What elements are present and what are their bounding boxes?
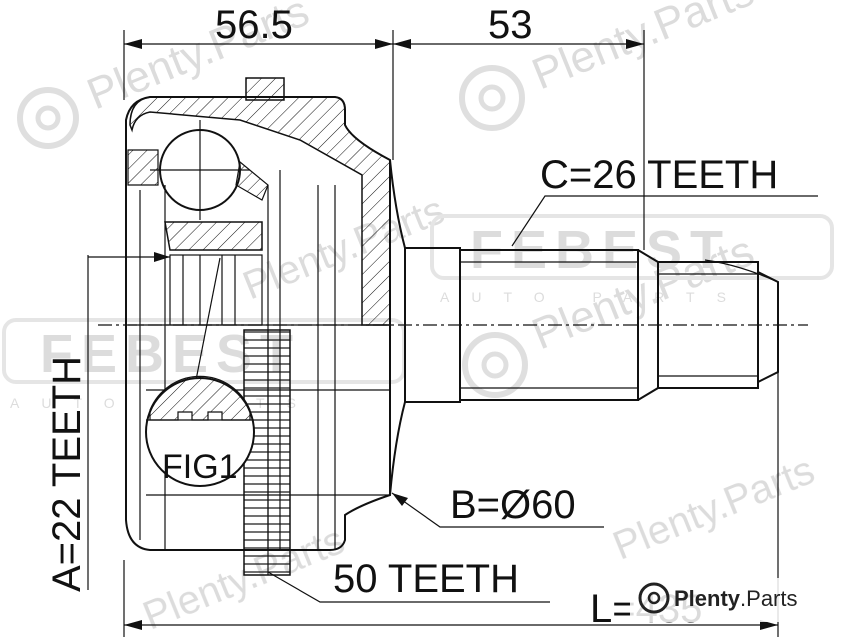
leader-outer-spline (511, 195, 818, 247)
brake-disc-watermark-icon (462, 332, 528, 398)
label-inner-spline-teeth: A=22 TEETH (45, 356, 89, 592)
watermark-site-text: Plenty.Parts (525, 0, 760, 99)
dimension-right-length: 53 (488, 3, 533, 47)
brand-suffix: .Parts (740, 586, 797, 611)
watermark-brand-tagline: AUTO PARTS (440, 289, 748, 305)
top-dimensions: 56.5 53 (123, 3, 645, 250)
detail-bubble: FIG1 (145, 375, 255, 487)
label-abs-ring-teeth: 50 TEETH (333, 557, 519, 601)
annotations: C=26 TEETH B=Ø60 50 TEETH A=22 TEETH FIG… (45, 153, 818, 637)
threaded-end (657, 261, 759, 389)
leader-diameter (391, 492, 604, 528)
cv-joint-body (98, 77, 808, 576)
plenty-parts-brand: Plenty.Parts (630, 578, 850, 622)
dimension-left-length: 56.5 (215, 3, 293, 47)
leader-abs-ring (267, 571, 550, 603)
brand-name: Plenty (674, 586, 741, 611)
watermark-site-text: Plenty.Parts (607, 448, 821, 568)
label-detail-figure: FIG1 (162, 448, 238, 486)
leader-detail (195, 257, 221, 381)
brake-disc-logo-icon (638, 582, 670, 614)
ring-tab (245, 77, 285, 101)
brake-disc-watermark-icon (17, 87, 79, 149)
svg-text:Plenty.Parts: Plenty.Parts (674, 586, 798, 611)
stub-shaft (389, 159, 779, 496)
outer-spline-shaft (459, 249, 639, 401)
abs-tone-ring (243, 329, 291, 576)
inner-race-section (164, 221, 263, 251)
label-diameter: B=Ø60 (450, 483, 576, 527)
brake-disc-watermark-icon (459, 65, 525, 131)
label-outer-spline-teeth: C=26 TEETH (540, 153, 778, 197)
watermark-layer: Plenty.Parts Plenty.Parts Plenty.Parts P… (2, 0, 834, 638)
housing-wall-section (129, 96, 391, 326)
